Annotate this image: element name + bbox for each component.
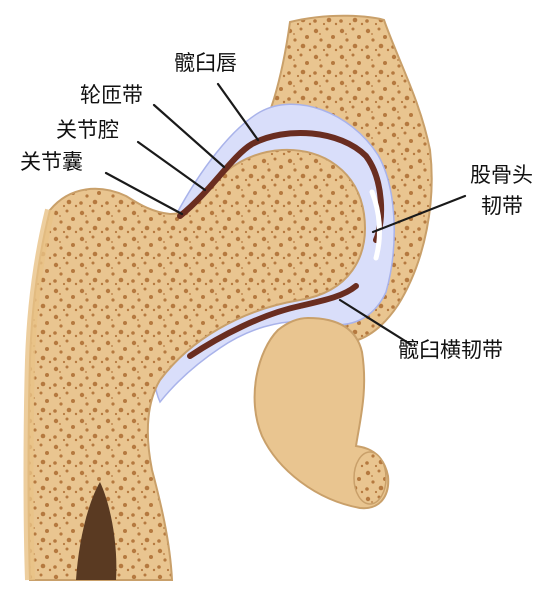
label-acetabular-labrum: 髋臼唇 <box>174 51 237 75</box>
leader-joint-cavity <box>136 140 207 192</box>
ischium-cut-surface <box>353 451 387 505</box>
label-ligament-of-head-line1: 股骨头 <box>470 163 533 187</box>
joint-cavity-line <box>177 129 385 243</box>
label-joint-capsule: 关节囊 <box>20 150 83 174</box>
ligament-of-femoral-head <box>369 189 382 261</box>
leader-transverse-ligament <box>338 298 412 346</box>
label-transverse-acetabular-ligament: 髋臼横韧带 <box>398 338 503 362</box>
leader-joint-capsule <box>104 171 184 216</box>
leader-zona-orbicularis <box>152 103 226 169</box>
leader-acetabular-labrum <box>216 82 260 142</box>
joint-cavity-line-lower <box>187 283 359 359</box>
ischium-bone <box>253 316 390 510</box>
label-ligament-of-head-line2: 韧带 <box>481 194 523 218</box>
femur-cortex <box>23 208 55 581</box>
medullary-cavity <box>76 482 117 580</box>
label-zona-orbicularis: 轮匝带 <box>80 83 143 107</box>
leader-ligament-of-head <box>371 194 467 234</box>
label-joint-cavity: 关节腔 <box>56 118 119 142</box>
